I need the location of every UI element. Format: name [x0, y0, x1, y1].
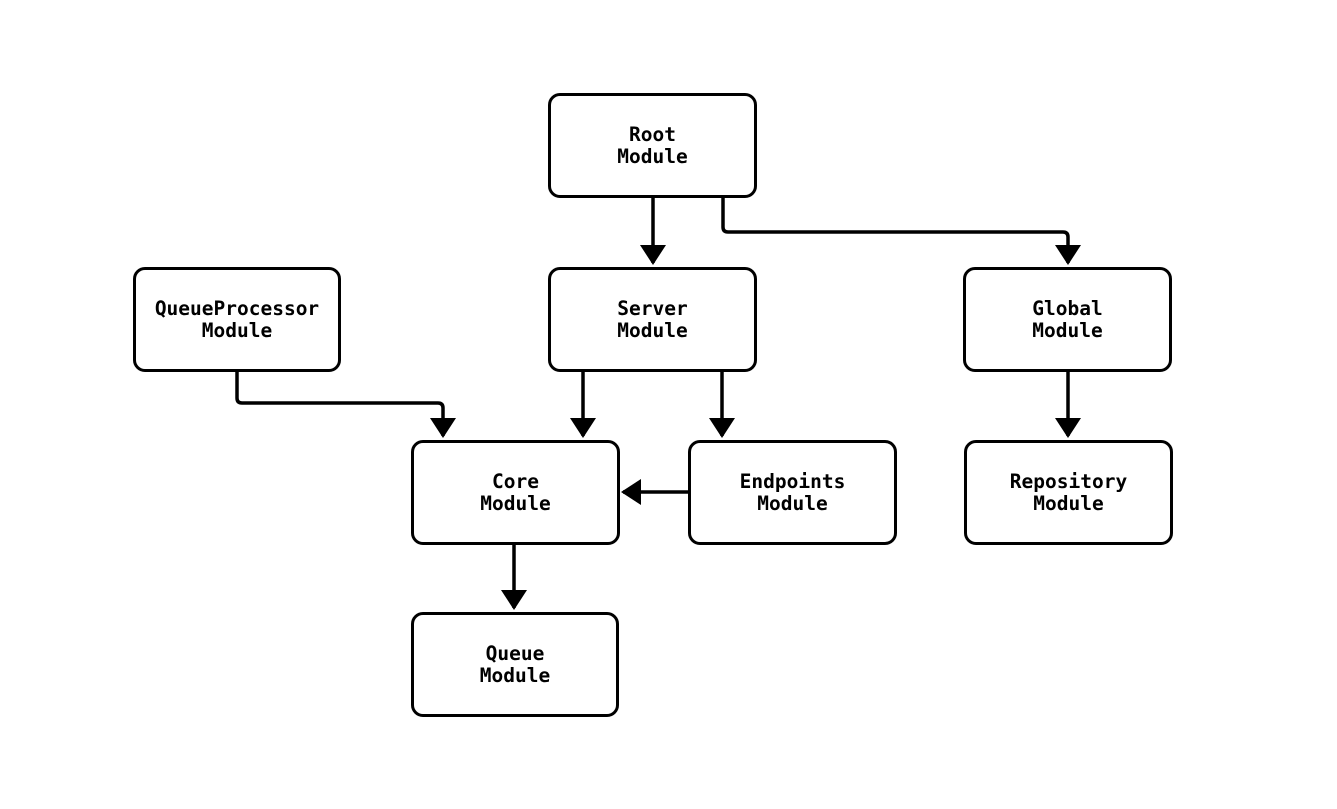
node-label: Server: [617, 296, 688, 320]
node-label: Module: [480, 491, 551, 515]
node-label: Module: [201, 318, 273, 342]
node-label: Core: [492, 469, 539, 493]
node-label: Global: [1032, 296, 1103, 320]
node-label: Module: [617, 144, 688, 168]
node-label: Queue: [485, 641, 545, 665]
node-label: Module: [617, 318, 688, 342]
edge-root-to-global: [721, 198, 1081, 265]
edge-queueprocessor-to-core: [235, 372, 456, 438]
node-label: Module: [1033, 491, 1104, 515]
node-label: Module: [479, 663, 551, 687]
node-label: Root: [629, 122, 676, 146]
node-label: Module: [1032, 318, 1103, 342]
node-label: Endpoints: [739, 469, 846, 493]
node-label: Module: [757, 491, 828, 515]
node-label: Repository: [1009, 469, 1128, 493]
node-label: QueueProcessor: [154, 296, 320, 320]
